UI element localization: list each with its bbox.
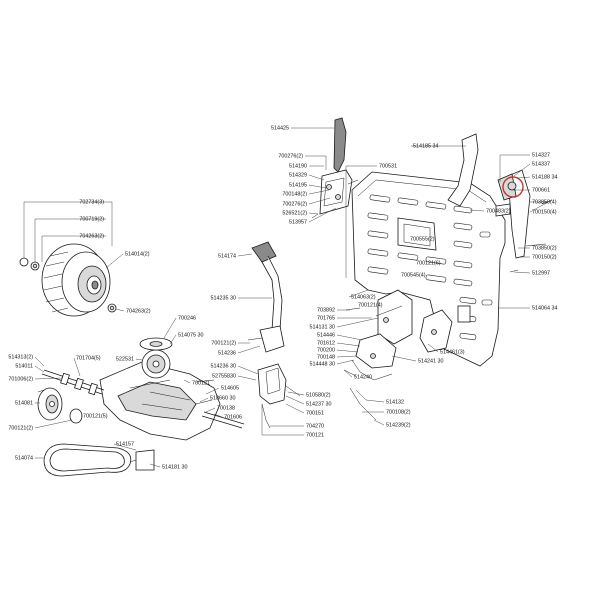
part-label: 514239(2) — [386, 422, 411, 428]
part-label: 700555(2) — [410, 236, 435, 242]
part-label: 700719(2) — [79, 216, 104, 222]
pedal-linkage — [343, 289, 453, 421]
part-label: 514075 30 — [178, 332, 203, 338]
part-label: 703850(2) — [532, 245, 557, 251]
part-label: 703892 — [317, 307, 335, 313]
part-label: 514014(2) — [125, 251, 150, 257]
highlight-circle — [502, 176, 524, 198]
part-label: 703850(4) — [532, 199, 557, 205]
part-label: 514011 — [15, 363, 33, 369]
part-label: 514131 30 — [310, 324, 335, 330]
part-label: 700121(2) — [8, 425, 33, 431]
lift-lever-514425 — [311, 117, 359, 219]
part-label: 702734(3) — [79, 199, 104, 205]
part-label: 700121(4) — [358, 302, 383, 308]
part-label: 52755830 — [212, 373, 236, 379]
part-label: 514329 — [289, 172, 307, 178]
part-label: 704263(2) — [126, 308, 151, 314]
part-label: 700121(2) — [211, 340, 236, 346]
part-label: 701765 — [317, 315, 335, 321]
part-label: 700121(5) — [83, 413, 108, 419]
shift-lever-514174 — [247, 241, 301, 429]
part-label: 514185 34 — [413, 143, 438, 149]
part-label: 700545(4) — [401, 272, 426, 278]
part-label: 700148(2) — [282, 191, 307, 197]
wheel-hub-514081 — [37, 387, 83, 424]
part-label: 700150(4) — [532, 209, 557, 215]
part-label: 700150(2) — [532, 254, 557, 260]
part-label: 518660 30 — [210, 395, 235, 401]
part-label: 700246 — [178, 315, 196, 321]
part-label: 514190 — [289, 163, 307, 169]
part-label: 700121 — [192, 380, 210, 386]
part-label: 700483(2) — [486, 208, 511, 214]
part-label: 512997 — [532, 270, 550, 276]
part-label: 514181 30 — [162, 464, 187, 470]
part-label: 700151 — [306, 410, 324, 416]
part-label: 514313(2) — [8, 354, 33, 360]
part-label: 514236 — [218, 350, 236, 356]
part-label: 700531 — [379, 163, 397, 169]
part-label: 514195 — [289, 182, 307, 188]
part-label: 514241 30 — [418, 358, 443, 364]
part-label: 514605 — [221, 385, 239, 391]
part-label: 514174 — [218, 253, 236, 259]
part-label: 514188 34 — [532, 174, 557, 180]
frame-slots — [367, 194, 493, 341]
part-label: 701606 — [224, 414, 242, 420]
part-label: 514327 — [532, 152, 550, 158]
part-label: 700276(2) — [282, 201, 307, 207]
part-label: 514448 30 — [310, 361, 335, 367]
frame-plate-514064 — [351, 171, 506, 367]
part-label: 514081 — [15, 400, 33, 406]
part-label: 514236 30 — [211, 363, 236, 369]
part-label: 514157 — [116, 441, 134, 447]
part-label: 514063(2) — [351, 294, 376, 300]
part-label: 526521(2) — [282, 210, 307, 216]
part-label: 513957 — [289, 219, 307, 225]
part-label: 514235 30 — [211, 295, 236, 301]
part-label: 700148 — [317, 354, 335, 360]
part-label: 700661 — [532, 187, 550, 193]
part-label: 514446 — [317, 332, 335, 338]
part-label: 514064 34 — [532, 305, 557, 311]
part-label: 700108(2) — [386, 409, 411, 415]
part-label: 514461(3) — [440, 349, 465, 355]
part-label: 522531 — [116, 356, 134, 362]
part-labels: 514425 700276(2) 514190 514329 514195 700148(… — [8, 125, 557, 470]
part-label: 704263(2) — [79, 233, 104, 239]
rear-tire-514014 — [19, 243, 117, 317]
part-label: 700200 — [317, 347, 335, 353]
part-label: 514074 — [15, 455, 33, 461]
drive-belt-514074 — [43, 443, 155, 477]
part-label: 514240 — [354, 374, 372, 380]
part-label: 514237 30 — [306, 401, 331, 407]
leader-lines — [23, 127, 553, 468]
transaxle — [41, 337, 245, 441]
part-label: 700121 — [306, 432, 324, 438]
part-label: 700276(2) — [278, 153, 303, 159]
part-label: 701006(2) — [8, 376, 33, 382]
part-label: 700121(6) — [416, 260, 441, 266]
part-label: 701612 — [317, 340, 335, 346]
part-label: 510580(2) — [306, 392, 331, 398]
part-label: 514132 — [386, 399, 404, 405]
part-label: 700138 — [217, 405, 235, 411]
part-label: 704270 — [306, 423, 324, 429]
part-label: 701704(5) — [76, 355, 101, 361]
seat-bracket-514185 — [447, 133, 553, 273]
part-label: 514337 — [532, 161, 550, 167]
part-label: 514425 — [271, 125, 289, 131]
